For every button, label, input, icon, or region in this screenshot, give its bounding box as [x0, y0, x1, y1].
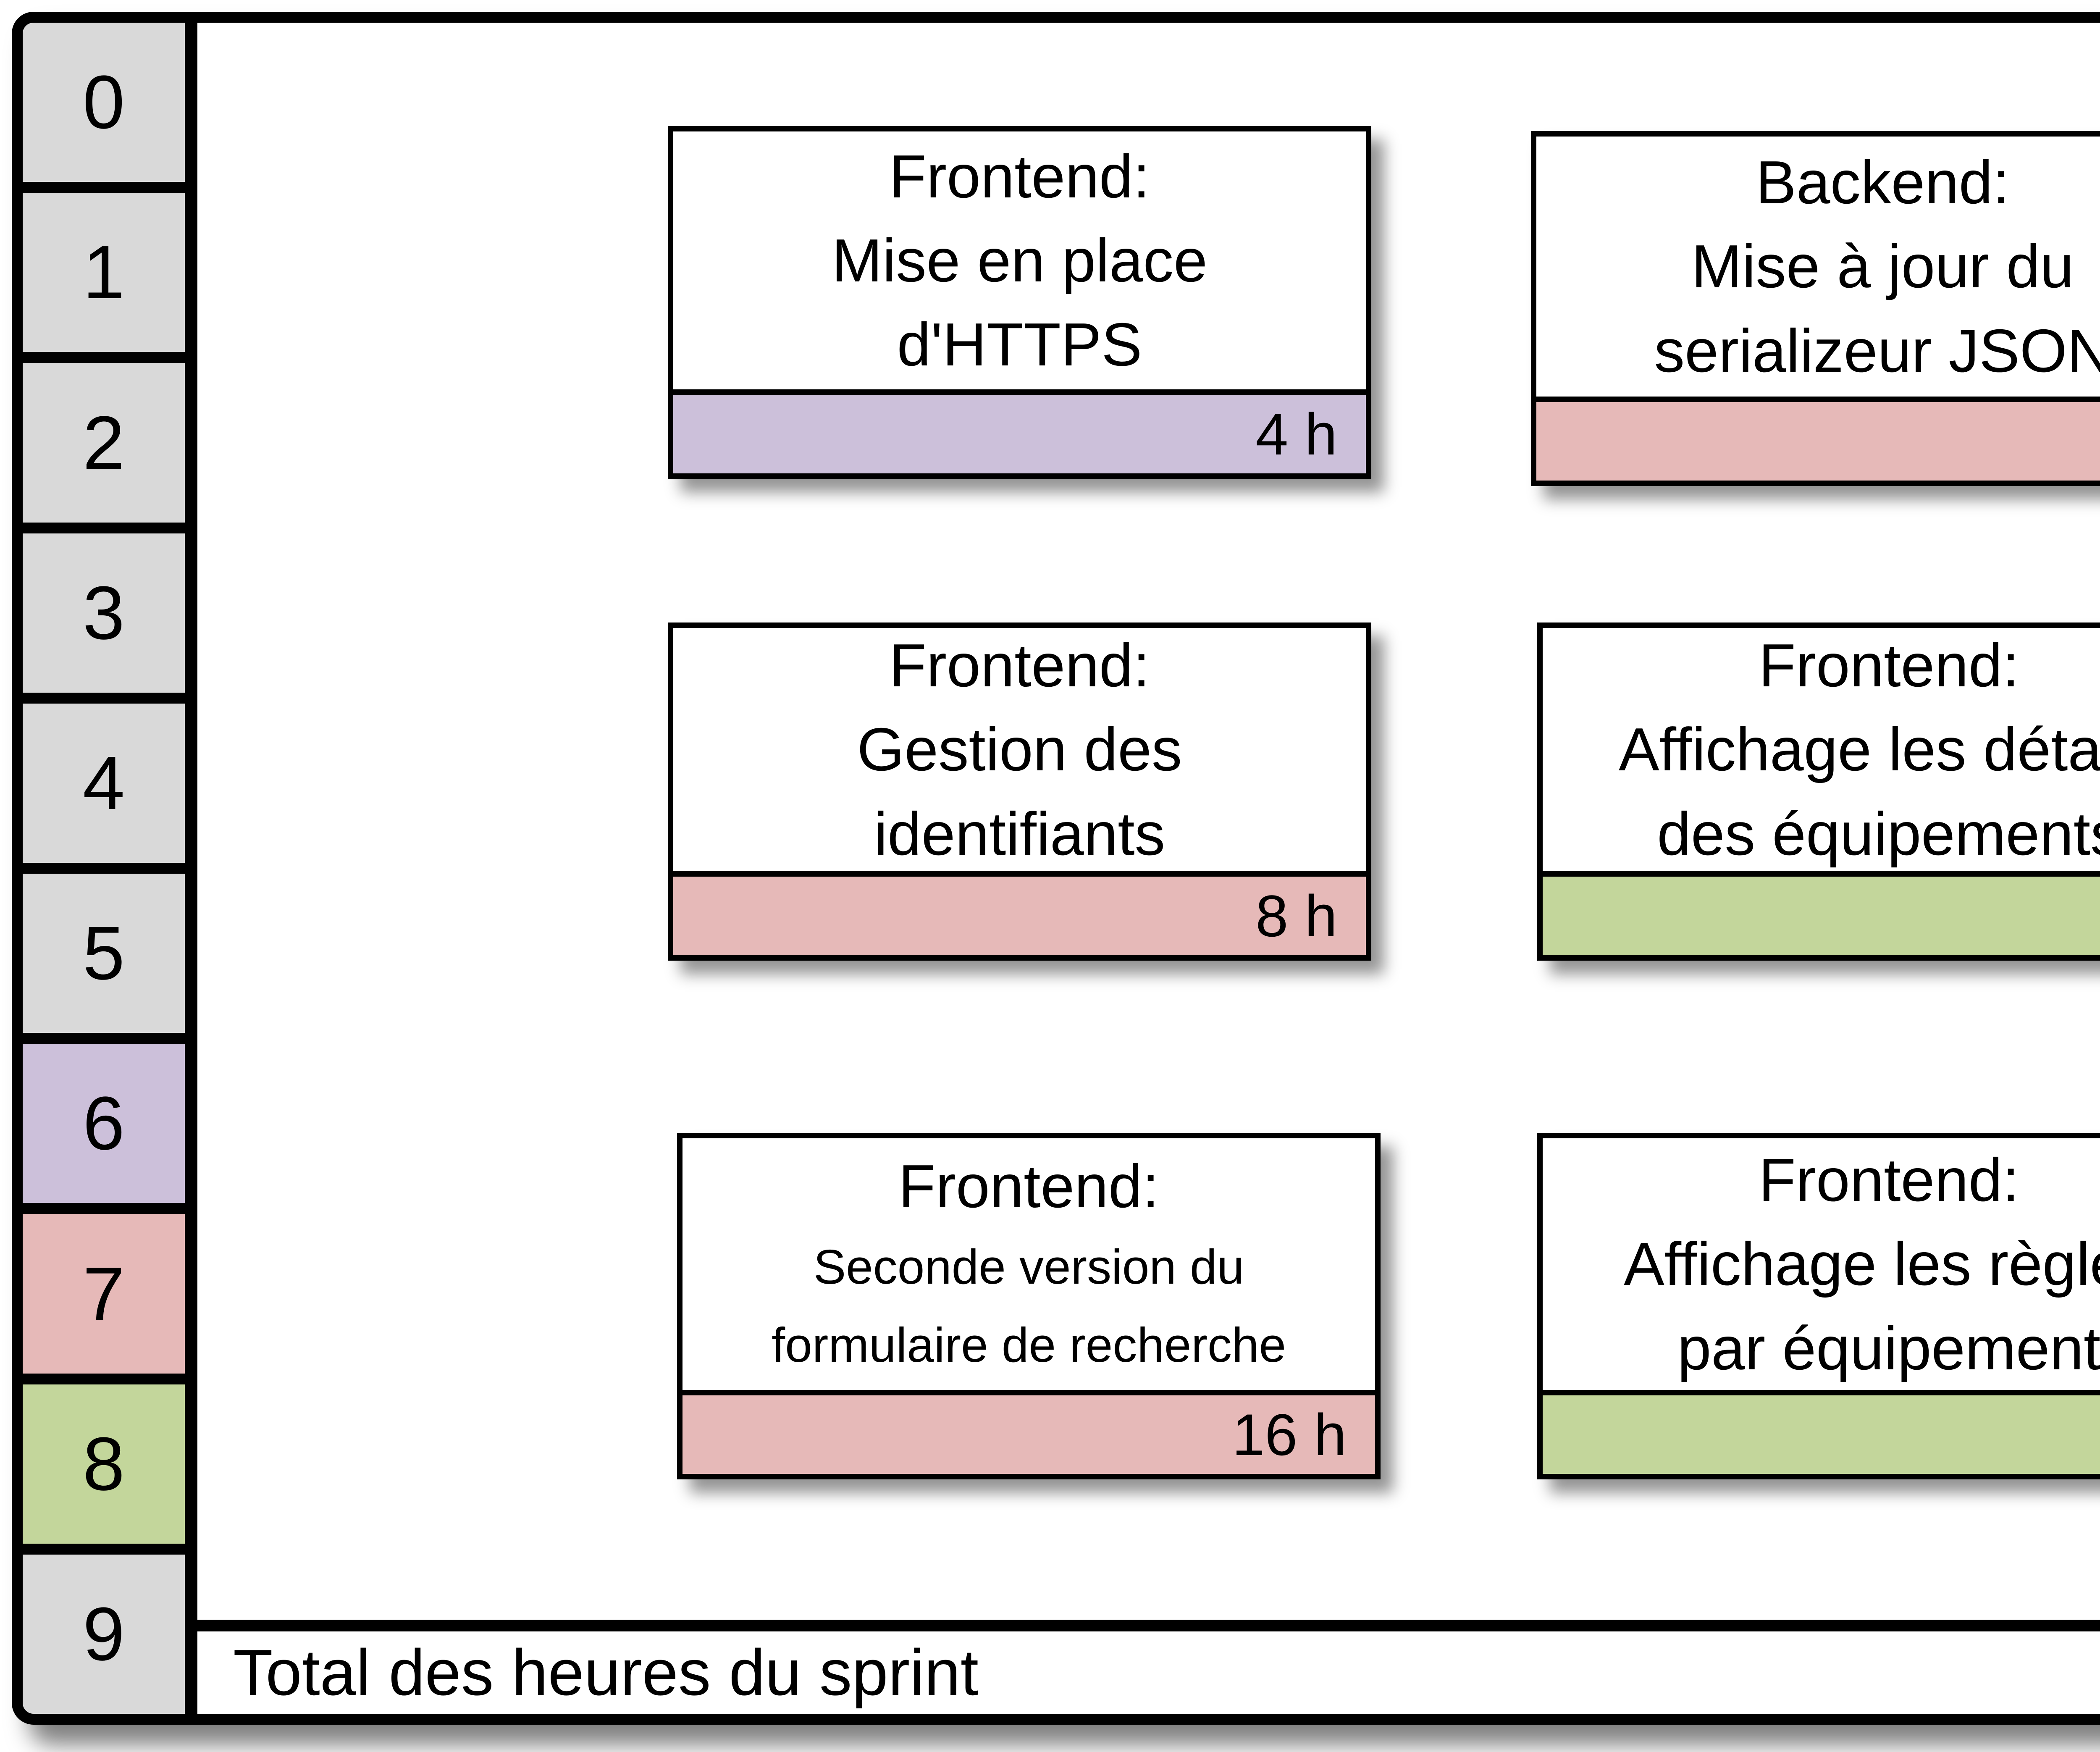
task-card-hours-bar: 5 h	[1543, 871, 2100, 955]
task-card-line: identifiants	[874, 799, 1166, 868]
hour-scale-cell-2: 2	[23, 363, 185, 533]
hour-scale-cell-6: 6	[23, 1044, 185, 1214]
task-card-line: Affichage les règles	[1624, 1230, 2100, 1298]
task-card-line: d'HTTPS	[897, 310, 1142, 379]
hour-scale-column: 0 1 2 3 4 5 6 7 8 9	[23, 23, 197, 1714]
task-card-frontend-formulaire-recherche: Frontend: Seconde version du formulaire …	[677, 1133, 1381, 1479]
task-card-hours: 4 h	[1255, 401, 1337, 467]
task-card-frontend-regles-equipement: Frontend: Affichage les règles par équip…	[1537, 1133, 2100, 1479]
task-card-line: Frontend:	[1759, 631, 2019, 700]
task-card-line: par équipement	[1677, 1314, 2100, 1382]
task-card-line: Backend:	[1756, 148, 2010, 217]
task-card-title: Frontend: Seconde version du formulaire …	[682, 1138, 1375, 1390]
task-card-hours-bar: 16 h	[682, 1390, 1375, 1474]
task-card-line: formulaire de recherche	[771, 1317, 1286, 1372]
task-card-title: Frontend: Affichage les règles par équip…	[1543, 1138, 2100, 1390]
hour-scale-cell-7: 7	[23, 1214, 185, 1384]
task-card-hours: 16 h	[1232, 1401, 1347, 1468]
hour-scale-cell-1: 1	[23, 193, 185, 363]
hour-scale-cell-0: 0	[23, 23, 185, 193]
total-label: Total des heures du sprint	[233, 1636, 979, 1709]
task-card-line: Gestion des	[857, 715, 1182, 784]
task-card-hours-bar: 4 h	[673, 389, 1366, 473]
hour-scale-cell-4: 4	[23, 703, 185, 874]
task-card-line: Mise à jour du	[1691, 232, 2074, 301]
hour-scale-cell-8: 8	[23, 1384, 185, 1555]
hour-scale-cell-5: 5	[23, 874, 185, 1044]
hour-scale-cell-3: 3	[23, 533, 185, 704]
task-card-hours-bar: 8 h	[673, 871, 1366, 955]
task-card-line: Frontend:	[898, 1152, 1159, 1220]
task-card-title: Frontend: Mise en place d'HTTPS	[673, 131, 1366, 389]
task-card-title: Frontend: Gestion des identifiants	[673, 628, 1366, 871]
hour-scale-cell-9: 9	[23, 1554, 185, 1714]
total-row: Total des heures du sprint 43	[197, 1620, 2100, 1714]
task-card-hours-bar: 7 h	[1543, 1390, 2100, 1474]
task-card-backend-serializer: Backend: Mise à jour du serializeur JSON…	[1531, 131, 2100, 486]
task-card-line: serializeur JSON	[1654, 316, 2100, 385]
task-card-hours-bar: 3 h	[1536, 397, 2100, 481]
board-frame: 0 1 2 3 4 5 6 7 8 9 Frontend: Mise en pl…	[12, 12, 2100, 1725]
task-card-frontend-https: Frontend: Mise en place d'HTTPS 4 h	[668, 126, 1371, 479]
task-card-line: Frontend:	[889, 142, 1150, 210]
task-card-line: des équipements	[1657, 799, 2100, 868]
task-card-frontend-details-equipements: Frontend: Affichage les détails des équi…	[1537, 623, 2100, 961]
task-card-hours: 8 h	[1255, 883, 1337, 949]
task-card-title: Frontend: Affichage les détails des équi…	[1543, 628, 2100, 871]
task-card-line: Mise en place	[832, 226, 1208, 294]
task-card-line: Affichage les détails	[1618, 715, 2100, 784]
task-card-frontend-identifiants: Frontend: Gestion des identifiants 8 h	[668, 623, 1371, 961]
task-card-title: Backend: Mise à jour du serializeur JSON	[1536, 137, 2100, 397]
task-card-line: Frontend:	[889, 631, 1150, 700]
task-card-line: Frontend:	[1759, 1146, 2019, 1214]
task-card-line: Seconde version du	[813, 1239, 1244, 1294]
